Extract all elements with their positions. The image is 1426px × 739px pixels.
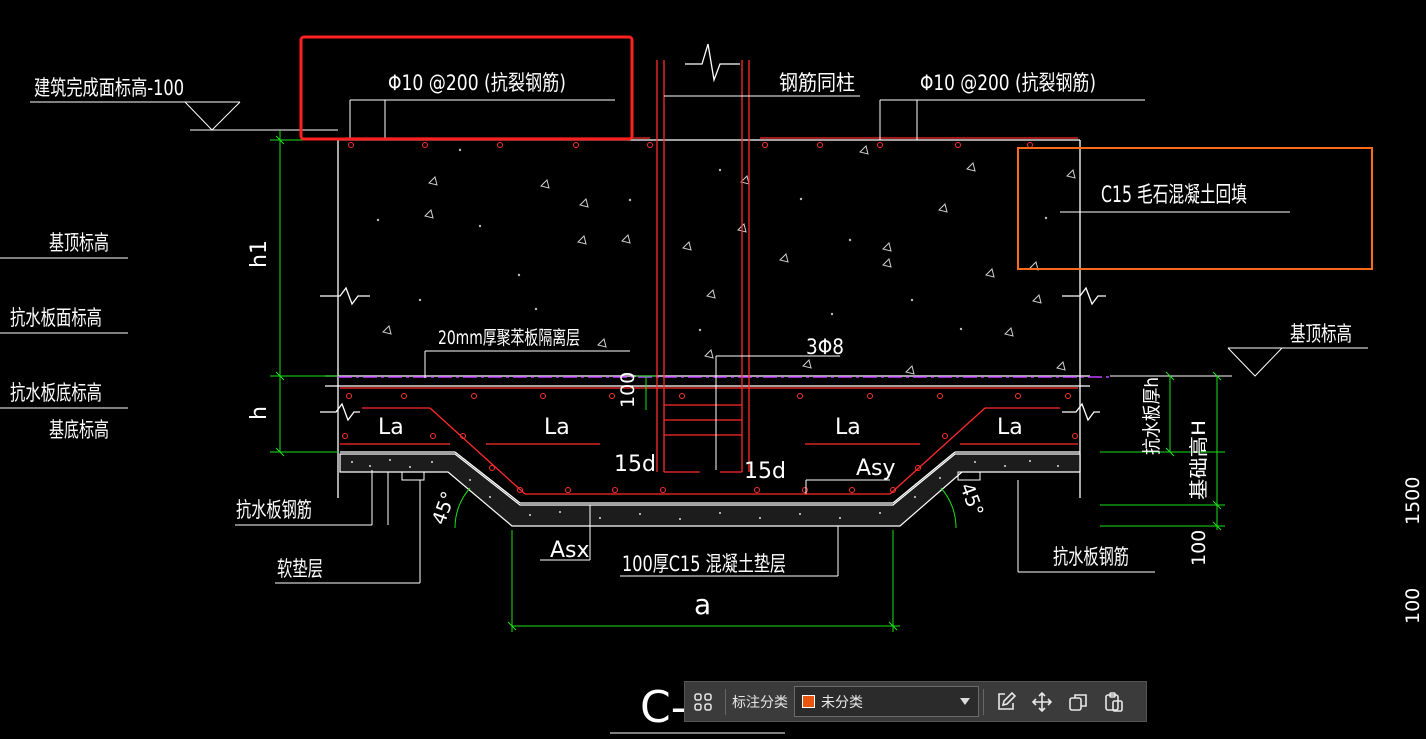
slab-rebar-left-label: 抗水板钢筋: [236, 498, 312, 522]
slab-top-label: 抗水板面标高: [10, 306, 102, 330]
rebar-dots: [342, 142, 1078, 493]
soft-pad: [401, 471, 425, 481]
rebar: [340, 60, 1078, 495]
annotation-toolbar: 标注分类 未分类: [684, 681, 1147, 722]
base-bottom-label: 基底标高: [49, 418, 109, 442]
dimension-lines: [270, 130, 1225, 632]
dim-100-label-c: 100: [1402, 588, 1424, 624]
copy-icon[interactable]: [1060, 682, 1096, 721]
la-label-2: La: [544, 415, 570, 440]
foam-layer-label: 20mm厚聚苯板隔离层: [438, 327, 580, 349]
grid-icon[interactable]: [685, 682, 721, 721]
dim-100-label-a: 100: [617, 372, 639, 408]
leader-lines: [0, 95, 1368, 734]
highlight-rebar-annotation[interactable]: [299, 35, 634, 141]
finish-elevation-label: 建筑完成面标高-100: [34, 76, 184, 100]
la-label-3: La: [835, 415, 861, 440]
dim-h1-label: h1: [247, 240, 272, 268]
section-mark-label: C-: [640, 682, 687, 733]
slab-rebar-right-label: 抗水板钢筋: [1053, 545, 1129, 569]
chevron-down-icon: [960, 698, 970, 705]
toolbar-divider: [725, 688, 726, 715]
slab-thickness-label: 抗水板厚h: [1141, 377, 1163, 455]
dim-100-label-b: 100: [1188, 530, 1210, 566]
angle-right-label: 45°: [955, 480, 987, 519]
backfill-label: C15 毛石混凝土回填: [1101, 183, 1247, 208]
soft-pad-label: 软垫层: [277, 557, 323, 581]
category-label: 标注分类: [732, 694, 788, 711]
cushion-label: 100厚C15 混凝土垫层: [622, 552, 786, 576]
anchor-label-1: 15d: [614, 452, 656, 477]
move-icon[interactable]: [1024, 682, 1060, 721]
la-label-4: La: [997, 415, 1023, 440]
category-value: 未分类: [821, 694, 863, 711]
paste-icon[interactable]: [1096, 682, 1132, 721]
top-rebar-right-label: Φ10 @200 (抗裂钢筋): [920, 71, 1096, 95]
highlight-backfill-annotation[interactable]: [1017, 147, 1373, 270]
base-top-left-label: 基顶标高: [49, 231, 109, 255]
stirrup-label: 3Φ8: [806, 335, 844, 359]
dim-h-label: h: [247, 406, 272, 420]
edit-icon[interactable]: [988, 682, 1024, 721]
toolbar-divider-2: [983, 688, 984, 715]
slab-bottom-label: 抗水板底标高: [10, 381, 102, 405]
category-dropdown[interactable]: 未分类: [794, 686, 979, 717]
asy-label: Asy: [856, 456, 896, 481]
anchor-label-2: 15d: [744, 459, 786, 484]
base-height-label: 基础高H: [1188, 420, 1210, 500]
backfill-texture: [382, 145, 1076, 375]
column-rebar-label: 钢筋同柱: [779, 71, 855, 95]
dim-a-label: a: [694, 588, 711, 621]
drawing-labels: 建筑完成面标高-100 Φ10 @200 (抗裂钢筋) Φ10 @200 (抗裂…: [10, 71, 1424, 733]
base-top-right-label: 基顶标高: [1290, 322, 1352, 346]
asx-label: Asx: [550, 538, 590, 563]
category-color-swatch: [802, 695, 815, 708]
top-rebar-left-label: Φ10 @200 (抗裂钢筋): [388, 71, 566, 95]
soft-pad-right: [957, 471, 981, 481]
concrete-cushion: [339, 453, 1081, 527]
backfill-dots: [376, 148, 1048, 332]
dim-1500-label: 1500: [1402, 477, 1424, 525]
la-label-1: La: [378, 415, 404, 440]
